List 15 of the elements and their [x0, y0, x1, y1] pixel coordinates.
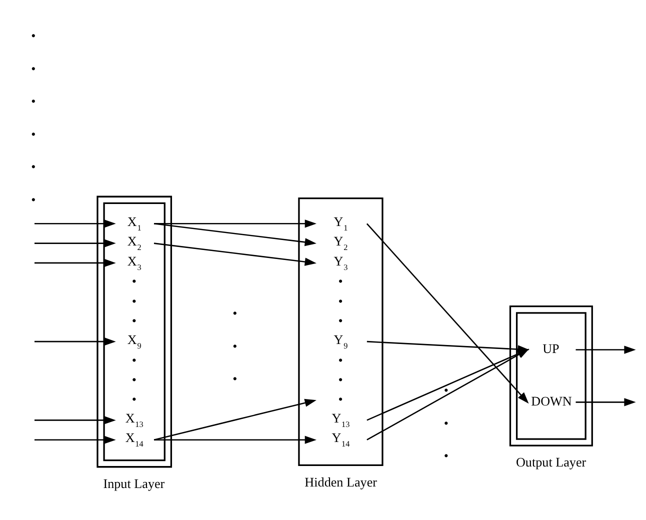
label: • — [232, 305, 238, 320]
label: • — [31, 60, 36, 76]
label: • — [444, 448, 448, 463]
label: • — [31, 158, 36, 174]
label: • — [31, 126, 36, 141]
label: • — [31, 93, 36, 108]
label: • — [232, 338, 238, 353]
node-label: Input Layer — [103, 476, 165, 490]
label: • — [444, 414, 448, 430]
node-label: Hidden Layer — [304, 474, 378, 489]
label: • — [31, 191, 36, 206]
label: • — [31, 28, 36, 43]
label: • — [232, 370, 238, 386]
node-label: Output Layer — [516, 454, 586, 470]
label: • — [444, 382, 448, 398]
